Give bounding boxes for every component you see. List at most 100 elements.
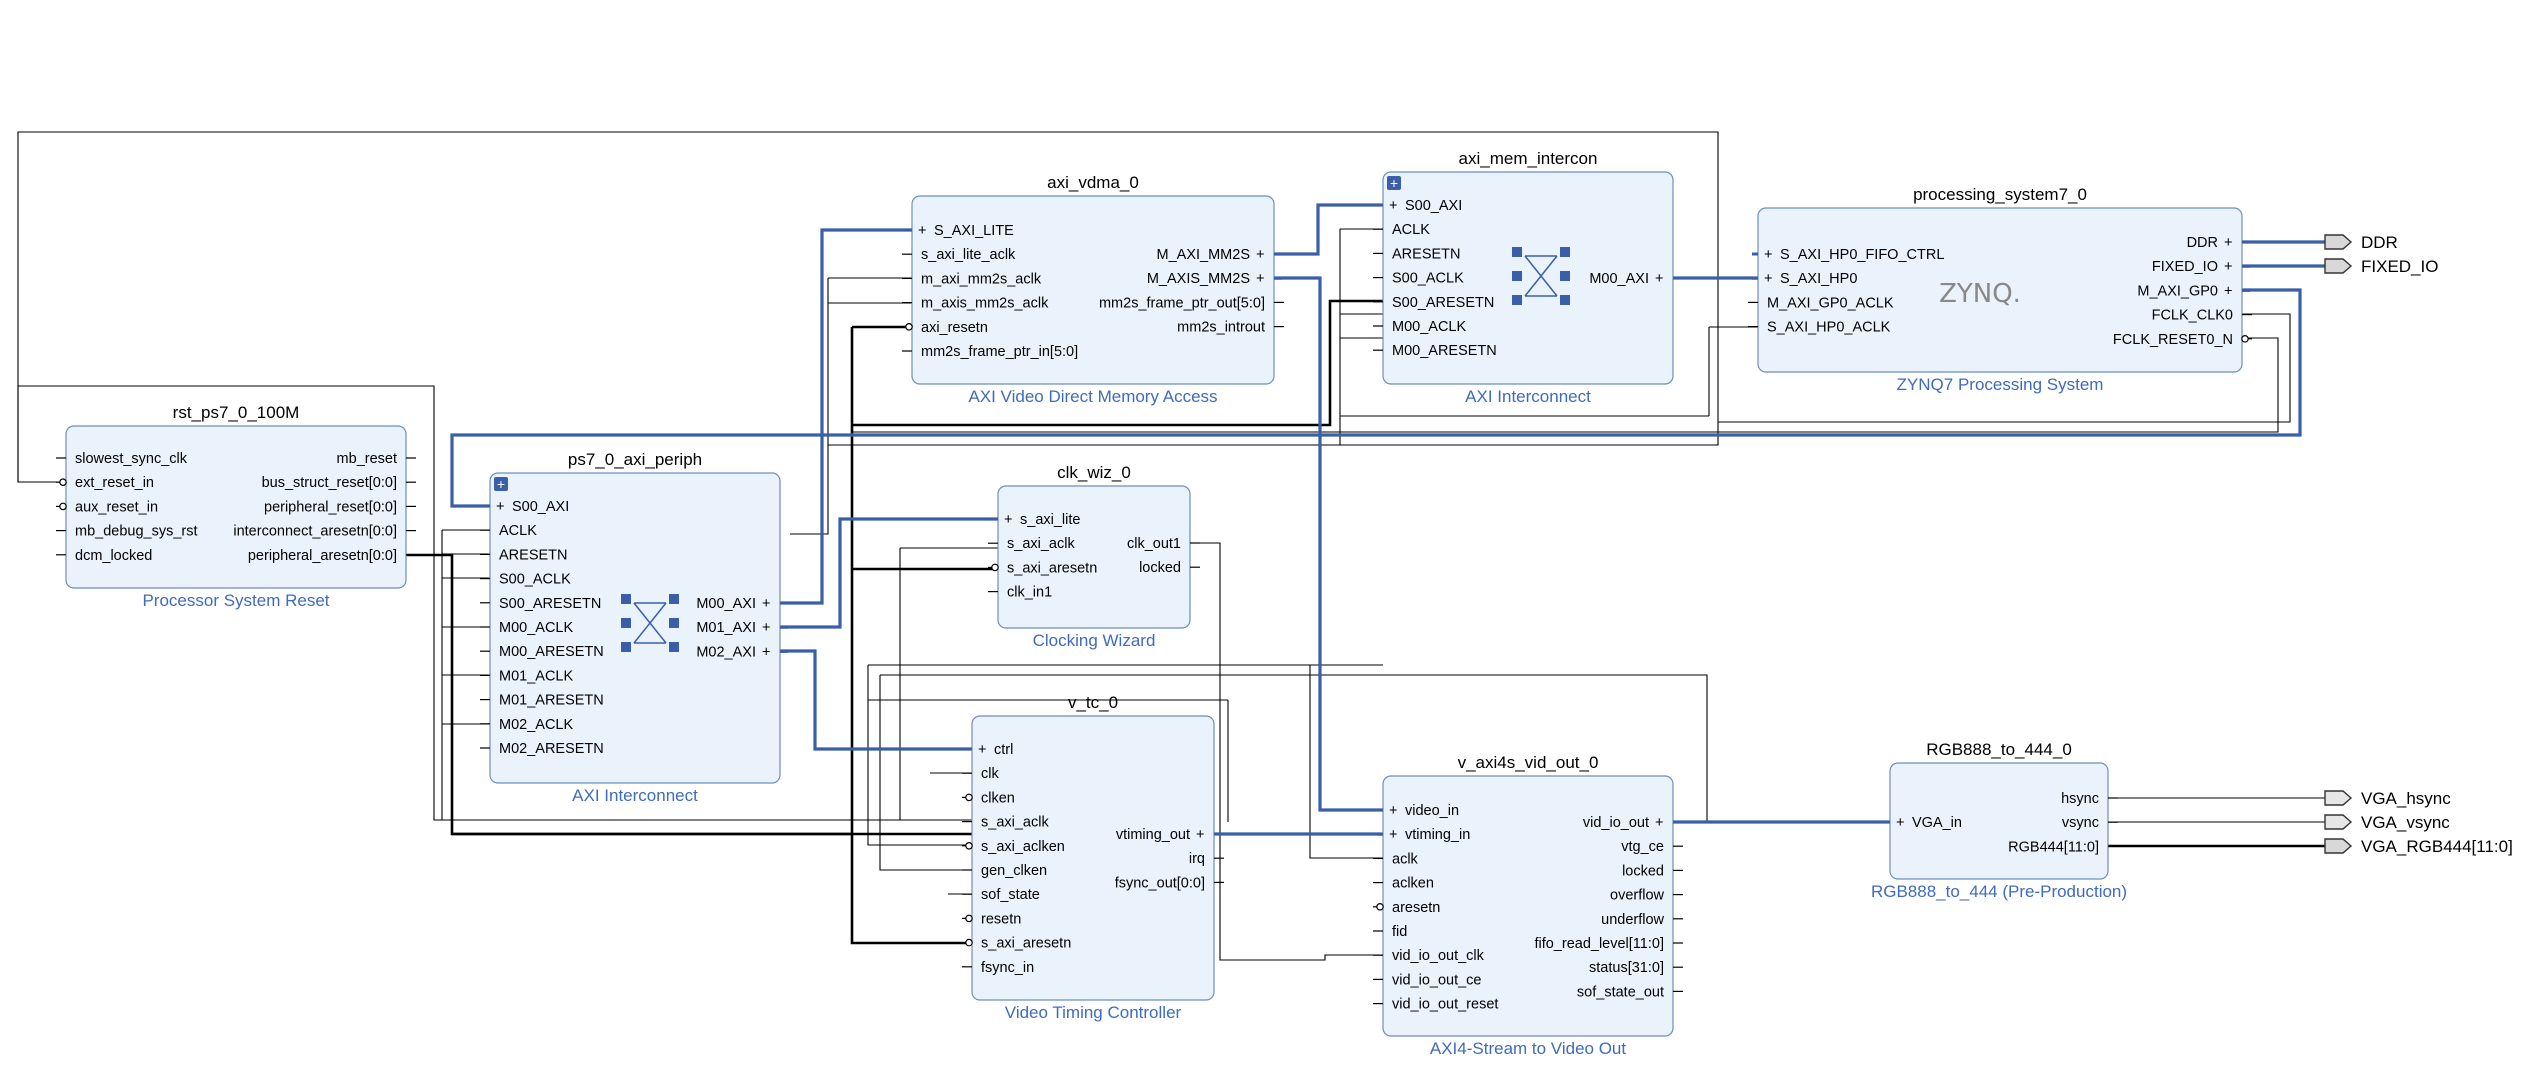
block-subtitle[interactable]: AXI Interconnect bbox=[572, 786, 698, 805]
bus-wire[interactable] bbox=[450, 288, 2302, 508]
expand-icon[interactable]: + bbox=[1004, 512, 1012, 528]
pin-label: mm2s_introut bbox=[1177, 320, 1265, 336]
block-body[interactable] bbox=[997, 485, 1191, 629]
pin-label: S_AXI_HP0_ACLK bbox=[1767, 320, 1891, 336]
active-low-icon bbox=[965, 938, 973, 947]
external-port-vga-rgb444-11-0-[interactable]: VGA_RGB444[11:0] bbox=[2324, 837, 2513, 856]
net-wire[interactable] bbox=[18, 385, 900, 821]
block-body[interactable] bbox=[971, 715, 1215, 1001]
pin-label: m_axis_mm2s_aclk bbox=[921, 296, 1049, 312]
output-port-icon[interactable] bbox=[2324, 838, 2353, 854]
block-subtitle[interactable]: Clocking Wizard bbox=[1033, 631, 1156, 650]
expand-icon[interactable]: + bbox=[1655, 271, 1663, 287]
net-wire[interactable] bbox=[1339, 337, 1383, 445]
expand-icon[interactable]: + bbox=[1389, 198, 1397, 214]
expand-icon[interactable]: + bbox=[918, 223, 926, 239]
output-port-icon[interactable] bbox=[2324, 790, 2353, 806]
bus-wire[interactable] bbox=[1274, 203, 1383, 256]
external-port-vga-vsync[interactable]: VGA_vsync bbox=[2324, 813, 2450, 832]
expand-icon[interactable]: + bbox=[1764, 247, 1772, 263]
expand-hierarchy-icon[interactable] bbox=[1387, 176, 1401, 190]
block-subtitle[interactable]: ZYNQ7 Processing System bbox=[1897, 375, 2104, 394]
net-wire[interactable] bbox=[852, 337, 2279, 433]
bus-wire[interactable] bbox=[1274, 276, 1383, 812]
expand-icon[interactable]: + bbox=[1896, 815, 1904, 831]
bus-wire[interactable] bbox=[780, 517, 998, 629]
crossbar-icon bbox=[1560, 247, 1570, 257]
pin-label: S00_ACLK bbox=[1392, 271, 1464, 287]
pin-label: FCLK_CLK0 bbox=[2152, 308, 2233, 324]
pin-label: video_in bbox=[1405, 803, 1459, 819]
crossbar-icon bbox=[621, 642, 631, 652]
expand-icon[interactable]: + bbox=[978, 742, 986, 758]
block-subtitle[interactable]: AXI Interconnect bbox=[1465, 387, 1591, 406]
pin-label: vid_io_out_ce bbox=[1392, 972, 1482, 988]
external-port-vga-hsync[interactable]: VGA_hsync bbox=[2324, 789, 2451, 808]
expand-icon[interactable]: + bbox=[1764, 271, 1772, 287]
expand-icon[interactable]: + bbox=[762, 596, 770, 612]
block-subtitle[interactable]: AXI4-Stream to Video Out bbox=[1430, 1039, 1627, 1058]
pin-label: clk_out1 bbox=[1127, 536, 1181, 552]
external-port-label: FIXED_IO bbox=[2361, 257, 2438, 276]
pin-label: clken bbox=[981, 790, 1015, 806]
net-wire[interactable] bbox=[879, 675, 972, 871]
pin-label: s_axi_lite_aclk bbox=[921, 247, 1016, 263]
expand-icon[interactable]: + bbox=[762, 620, 770, 636]
expand-icon[interactable]: + bbox=[1389, 827, 1397, 843]
bus-wire[interactable] bbox=[780, 228, 912, 605]
active-low-icon bbox=[965, 793, 973, 802]
expand-icon[interactable]: + bbox=[1256, 271, 1264, 287]
reset-net-wire[interactable] bbox=[852, 299, 1383, 427]
expand-icon[interactable]: + bbox=[1256, 247, 1264, 263]
expand-icon[interactable]: + bbox=[2224, 283, 2232, 299]
pin-label: fsync_out[0:0] bbox=[1115, 875, 1205, 891]
expand-icon[interactable]: + bbox=[1196, 827, 1204, 843]
block-subtitle[interactable]: AXI Video Direct Memory Access bbox=[968, 387, 1217, 406]
external-port-fixed-io[interactable]: FIXED_IO bbox=[2324, 257, 2438, 276]
pin-label: S_AXI_LITE bbox=[934, 223, 1014, 239]
pin-label: m_axi_mm2s_aclk bbox=[921, 271, 1042, 287]
bus-wire[interactable] bbox=[780, 649, 972, 751]
expand-icon[interactable]: + bbox=[496, 499, 504, 515]
pin-label: M_AXI_GP0_ACLK bbox=[1767, 295, 1894, 311]
output-port-icon[interactable] bbox=[2324, 814, 2353, 830]
zynq-logo: ZYNQ. bbox=[1939, 279, 2021, 309]
pin-label: ARESETN bbox=[499, 547, 568, 563]
crossbar-icon bbox=[1512, 247, 1522, 257]
crossbar-icon bbox=[621, 618, 631, 628]
expand-icon[interactable]: + bbox=[2224, 235, 2232, 251]
output-port-icon[interactable] bbox=[2324, 234, 2353, 250]
pin-label: s_axi_aclk bbox=[1007, 536, 1075, 552]
net-wire[interactable] bbox=[1309, 665, 1383, 859]
net-wire[interactable] bbox=[790, 422, 1719, 535]
pin-label: s_axi_lite bbox=[1020, 512, 1080, 528]
block-subtitle[interactable]: Processor System Reset bbox=[142, 591, 329, 610]
pin-label: ACLK bbox=[499, 523, 537, 539]
output-port-icon[interactable] bbox=[2324, 258, 2353, 274]
expand-icon[interactable]: + bbox=[762, 644, 770, 660]
reset-net-wire[interactable] bbox=[850, 834, 972, 945]
net-wire[interactable] bbox=[1190, 542, 1383, 961]
expand-hierarchy-icon[interactable] bbox=[494, 477, 508, 491]
pin-label: dcm_locked bbox=[75, 548, 152, 564]
expand-icon[interactable]: + bbox=[1389, 803, 1397, 819]
net-wire[interactable] bbox=[880, 674, 1708, 822]
external-port-ddr[interactable]: DDR bbox=[2324, 233, 2398, 252]
expand-icon[interactable]: + bbox=[1655, 815, 1663, 831]
expand-icon[interactable]: + bbox=[2224, 259, 2232, 275]
pin-label: vtiming_in bbox=[1405, 827, 1470, 843]
block-body[interactable] bbox=[911, 195, 1275, 385]
block-subtitle[interactable]: RGB888_to_444 (Pre-Production) bbox=[1871, 882, 2127, 901]
block-subtitle[interactable]: Video Timing Controller bbox=[1005, 1003, 1182, 1022]
pin-label: bus_struct_reset[0:0] bbox=[262, 475, 397, 491]
